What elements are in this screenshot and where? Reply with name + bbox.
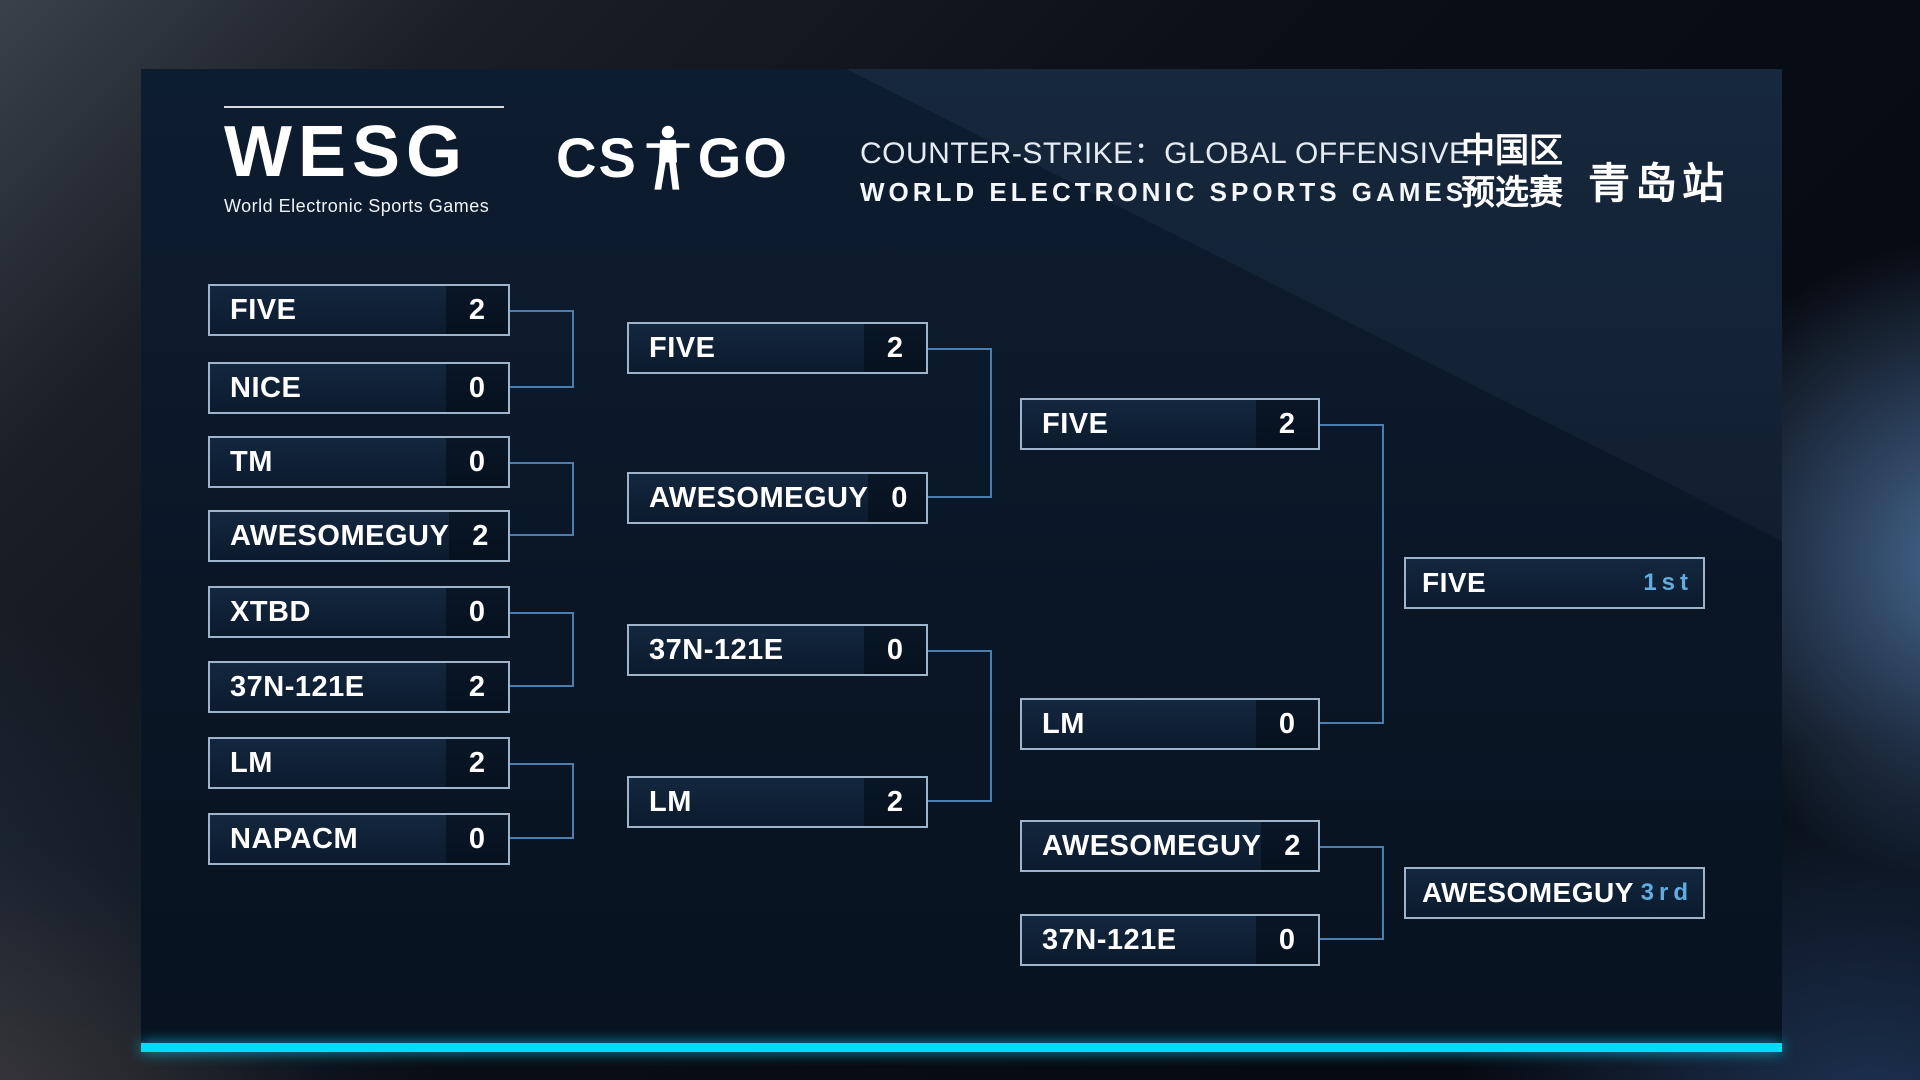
r3-team-row: FIVE 2: [1020, 398, 1320, 450]
team-name: FIVE: [649, 331, 716, 364]
r2-team-row: LM 2: [627, 776, 928, 828]
team-score: 0: [446, 815, 508, 863]
team-score: 0: [864, 626, 926, 674]
team-name: LM: [649, 785, 692, 818]
result-row-third-place: AWESOMEGUY 3rd: [1404, 867, 1705, 919]
team-score: 0: [1256, 916, 1318, 964]
csgo-logo-cs: CS: [556, 126, 638, 189]
r1-team-row: NAPACM 0: [208, 813, 510, 865]
connector-r2-m2: [928, 650, 992, 802]
csgo-logo: CS GO: [556, 110, 789, 206]
team-score: 0: [868, 474, 926, 522]
r3-team-row: LM 0: [1020, 698, 1320, 750]
placement-label: 1st: [1643, 569, 1693, 596]
team-name: XTBD: [230, 595, 311, 628]
team-name: AWESOMEGUY: [230, 519, 450, 552]
team-score: 0: [446, 588, 508, 636]
team-score: 2: [446, 739, 508, 787]
team-score: 0: [1256, 700, 1318, 748]
event-title-line1: COUNTER-STRIKE：GLOBAL OFFENSIVE: [860, 137, 1470, 170]
connector-third-place: [1320, 846, 1384, 940]
team-score: 2: [1261, 822, 1318, 870]
team-name: NAPACM: [230, 822, 359, 855]
team-score: 0: [446, 364, 508, 412]
wesg-logo-title: WESG: [224, 112, 469, 192]
connector-r1-m2: [510, 462, 574, 536]
team-name: NICE: [230, 371, 302, 404]
team-score: 2: [446, 286, 508, 334]
bottom-accent-bar: [141, 1043, 1782, 1052]
csgo-soldier-icon: [646, 125, 690, 190]
team-score: 2: [864, 324, 926, 372]
r1-team-row: XTBD 0: [208, 586, 510, 638]
team-score: 2: [1256, 400, 1318, 448]
team-name: AWESOMEGUY: [649, 481, 869, 514]
event-title: COUNTER-STRIKE：GLOBAL OFFENSIVE WORLD EL…: [860, 128, 1469, 208]
connector-r2-m1: [928, 348, 992, 498]
team-name: LM: [1042, 707, 1085, 740]
r2-team-row: 37N-121E 0: [627, 624, 928, 676]
team-name: TM: [230, 445, 273, 478]
r1-team-row: LM 2: [208, 737, 510, 789]
r2-team-row: AWESOMEGUY 0: [627, 472, 928, 524]
wesg-logo-subtitle: World Electronic Sports Games: [224, 196, 490, 216]
team-score: 2: [449, 512, 508, 560]
region-line2: 预选赛: [1461, 174, 1563, 212]
city-label: 青岛站: [1588, 160, 1730, 207]
region-line1: 中国区: [1461, 132, 1563, 170]
team-name: AWESOMEGUY: [1042, 829, 1262, 862]
r3-team-row: 37N-121E 0: [1020, 914, 1320, 966]
wesg-logo: WESG World Electronic Sports Games: [224, 106, 504, 217]
event-title-line2: WORLD ELECTRONIC SPORTS GAMES: [860, 177, 1468, 207]
csgo-logo-go: GO: [697, 126, 789, 189]
team-name: 37N-121E: [230, 670, 365, 703]
connector-r1-m1: [510, 310, 574, 388]
r1-team-row: 37N-121E 2: [208, 661, 510, 713]
team-name: 37N-121E: [649, 633, 784, 666]
r1-team-row: NICE 0: [208, 362, 510, 414]
r1-team-row: TM 0: [208, 436, 510, 488]
connector-final: [1320, 424, 1384, 724]
team-name: FIVE: [1422, 567, 1487, 598]
team-score: 2: [864, 778, 926, 826]
r1-team-row: FIVE 2: [208, 284, 510, 336]
placement-label: 3rd: [1640, 879, 1693, 906]
wesg-logo-rule: [224, 106, 504, 108]
r3-team-row: AWESOMEGUY 2: [1020, 820, 1320, 872]
team-name: LM: [230, 746, 273, 779]
r1-team-row: AWESOMEGUY 2: [208, 510, 510, 562]
connector-r1-m3: [510, 612, 574, 687]
result-row-first-place: FIVE 1st: [1404, 557, 1705, 609]
team-name: FIVE: [1042, 407, 1109, 440]
region-qualifier-label: 中国区 预选赛: [1452, 130, 1572, 214]
team-name: AWESOMEGUY: [1422, 877, 1634, 908]
connector-r1-m4: [510, 763, 574, 839]
team-name: 37N-121E: [1042, 923, 1177, 956]
team-score: 0: [446, 438, 508, 486]
r2-team-row: FIVE 2: [627, 322, 928, 374]
team-score: 2: [446, 663, 508, 711]
team-name: FIVE: [230, 293, 297, 326]
